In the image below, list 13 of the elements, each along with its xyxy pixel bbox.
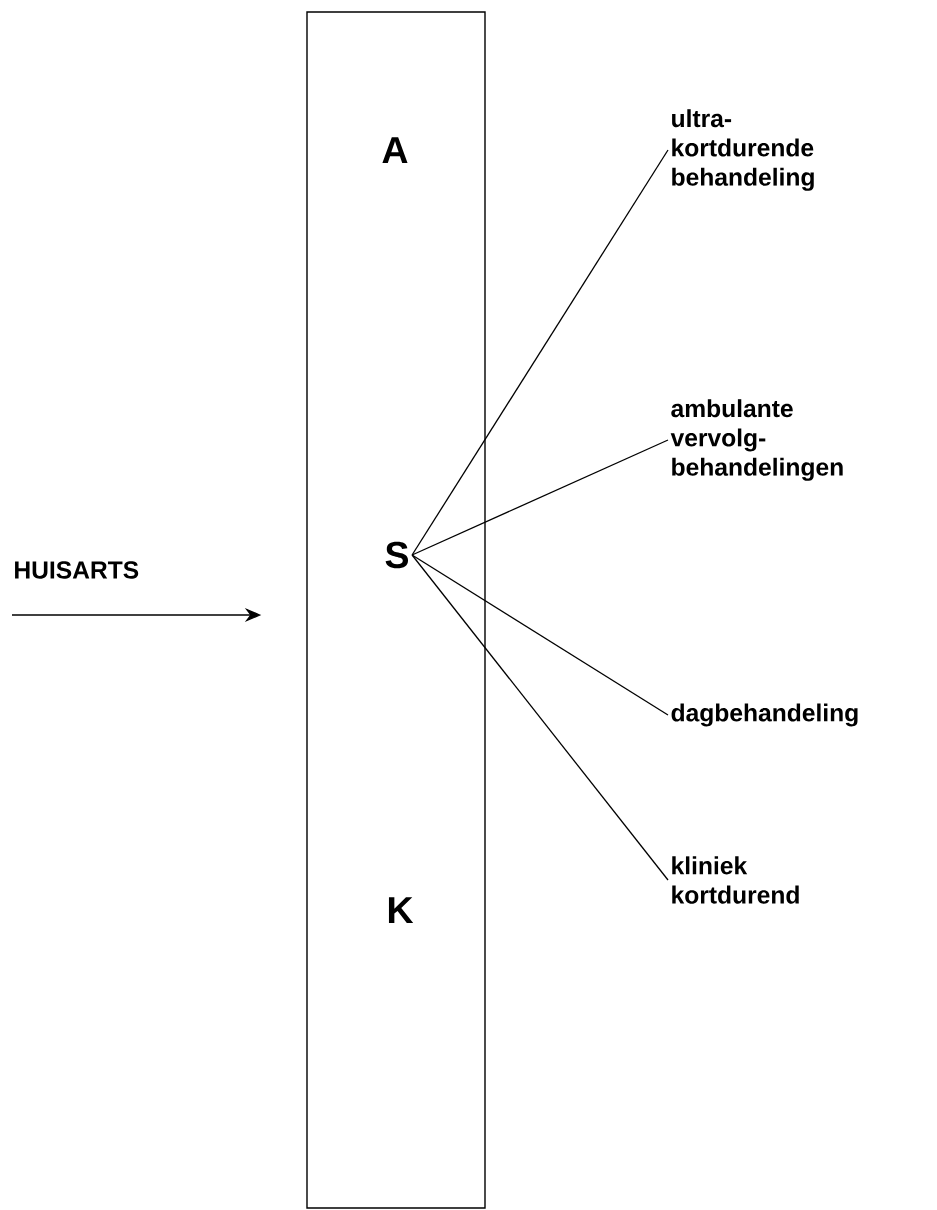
column-box bbox=[306, 11, 486, 1209]
category-label: ultra- kortdurende behandeling bbox=[672, 109, 814, 191]
connector-line bbox=[411, 149, 669, 556]
category-label: dagbehandeling bbox=[671, 703, 858, 727]
connector-line bbox=[411, 554, 669, 716]
letter-label: S bbox=[385, 541, 409, 569]
connector-line bbox=[411, 554, 669, 881]
edge-label: HUISARTS bbox=[15, 561, 139, 579]
letter-label: K bbox=[388, 897, 414, 923]
connector-line bbox=[411, 439, 669, 556]
category-label: kliniek kortdurend bbox=[672, 856, 799, 904]
category-label: ambulante vervolg- behandelingen bbox=[670, 399, 843, 481]
letter-label: A bbox=[382, 137, 408, 163]
